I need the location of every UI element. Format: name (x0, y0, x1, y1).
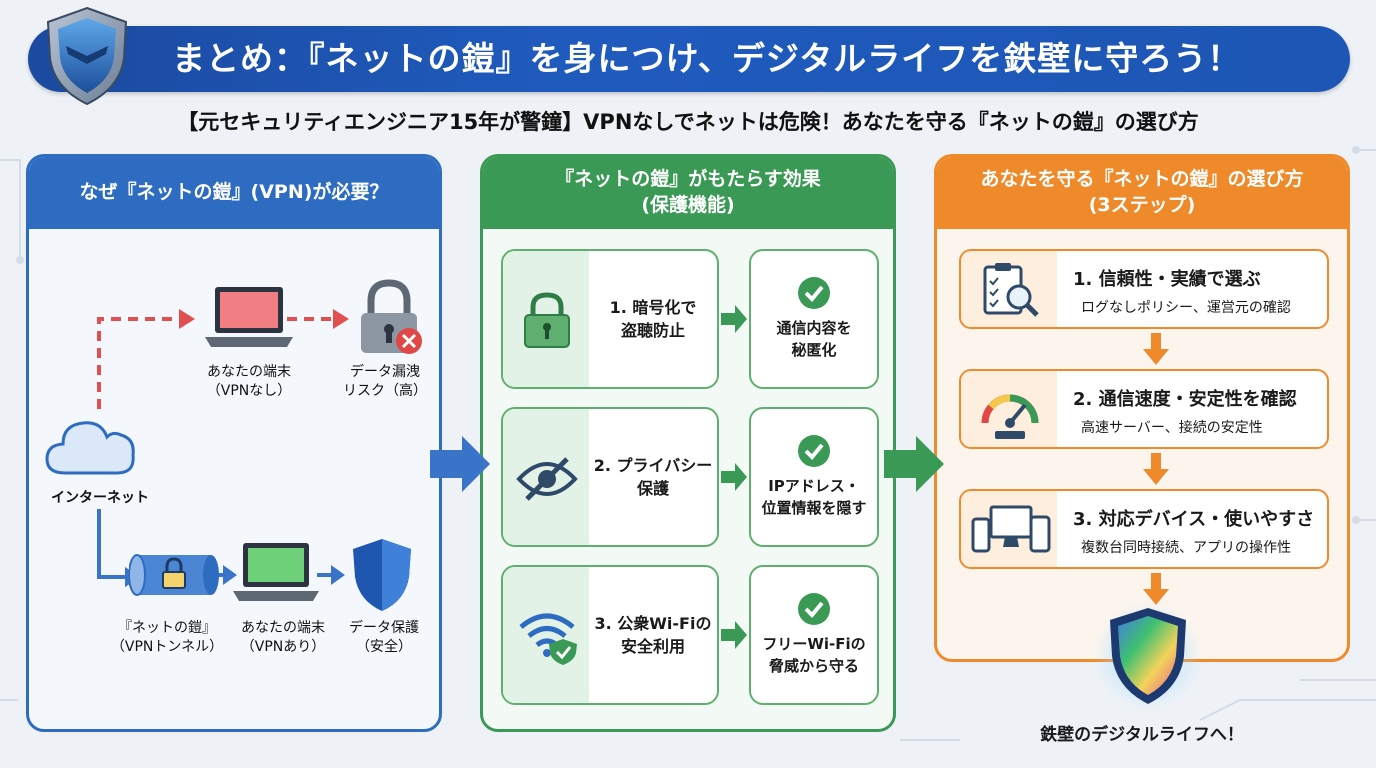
internet-label: インターネット (51, 490, 149, 506)
shield-protect-icon (353, 539, 411, 611)
unprotected-path (97, 317, 179, 409)
padlock-unsafe-icon (361, 279, 422, 354)
effect-card: 2. プライバシー 保護 (501, 407, 719, 547)
step-card: 2. 通信速度・安定性を確認 高速サーバー、接続の安定性 (959, 369, 1329, 449)
laptop-no-vpn-icon (205, 287, 293, 347)
risk-label: データ漏洩 リスク（高） (343, 364, 427, 399)
effect-card: 3. 公衆Wi-Fiの 安全利用 (501, 565, 719, 705)
panel-effects-header: 『ネットの鎧』がもたらす効果 (保護機能) (483, 157, 893, 229)
step-card: 1. 信頼性・実績で選ぶ ログなしポリシー、運営元の確認 (959, 249, 1329, 329)
eye-slash-icon (516, 457, 578, 501)
devices-icon (971, 505, 1051, 553)
panel-why-title: なぜ『ネットの鎧』(VPN)が必要？ (79, 181, 389, 204)
arrow-right-icon (721, 463, 747, 491)
panel-effects-subtitle: (保護機能) (641, 194, 735, 216)
effect-result-card: フリーWi-Fiの 脅威から守る (749, 565, 879, 705)
check-icon (798, 277, 830, 310)
subtitle: 【元セキュリティエンジニア15年が警鐘】VPNなしでネットは危険！あなたを守る『… (177, 110, 1199, 134)
panel-choose-subtitle: (3ステップ) (1088, 194, 1196, 216)
arrow-down-icon (1143, 453, 1169, 485)
step-card: 3. 対応デバイス・使いやすさ 複数台同時接続、アプリの操作性 (959, 489, 1329, 569)
vpn-tunnel-label: 『ネットの鎧』 （VPNトンネル） (110, 620, 224, 655)
arrow-right-icon (721, 305, 747, 333)
panel-why-header: なぜ『ネットの鎧』(VPN)が必要？ (29, 157, 439, 229)
rainbow-shield-icon (1094, 602, 1202, 710)
wifi-shield-icon (519, 613, 577, 665)
effect-result-card: IPアドレス・ 位置情報を隠す (749, 407, 879, 547)
page-title: まとめ：『ネットの鎧』を身につけ、デジタルライフを鉄壁に守ろう！ (172, 39, 1242, 78)
vpn-tunnel-icon (129, 554, 219, 596)
check-icon (798, 435, 830, 468)
check-icon (798, 593, 830, 626)
panel-why-vpn: なぜ『ネットの鎧』(VPN)が必要？ インターネット あなたの端末 （VPNなし… (26, 154, 442, 732)
panel-effects-title: 『ネットの鎧』がもたらす効果 (555, 168, 821, 191)
checklist-magnifier-icon (983, 263, 1039, 317)
header-banner: まとめ：『ネットの鎧』を身につけ、デジタルライフを鉄壁に守ろう！ (28, 26, 1350, 92)
arrow-down-icon (1143, 333, 1169, 365)
arrow-down-icon (1143, 573, 1169, 605)
panel-effects: 『ネットの鎧』がもたらす効果 (保護機能) 1. 暗号化で 盗聴防止 通信内容を… (480, 154, 896, 732)
padlock-icon (524, 292, 570, 348)
vpn-device-label: あなたの端末 （VPNあり） (240, 620, 326, 655)
protected-path (97, 509, 127, 579)
arrow-right-icon (884, 436, 944, 492)
final-message: 鉄壁のデジタルライフへ！ (1040, 725, 1244, 745)
laptop-vpn-icon (233, 543, 319, 601)
cloud-icon (45, 421, 135, 475)
no-vpn-device-label: あなたの端末 （VPNなし） (206, 364, 292, 399)
effect-result-card: 通信内容を 秘匿化 (749, 249, 879, 389)
panel-choose: あなたを守る『ネットの鎧』の選び方 (3ステップ) 1. 信頼性・実績で選ぶ ロ… (934, 154, 1350, 662)
effect-card: 1. 暗号化で 盗聴防止 (501, 249, 719, 389)
panel-choose-title: あなたを守る『ネットの鎧』の選び方 (980, 168, 1304, 191)
arrow-right-icon (430, 436, 490, 492)
panel-choose-header: あなたを守る『ネットの鎧』の選び方 (3ステップ) (937, 157, 1347, 229)
shield-logo-icon (46, 6, 128, 106)
speedometer-icon (981, 394, 1039, 439)
arrow-right-icon (721, 621, 747, 649)
protect-label: データ保護 （安全） (349, 620, 419, 655)
